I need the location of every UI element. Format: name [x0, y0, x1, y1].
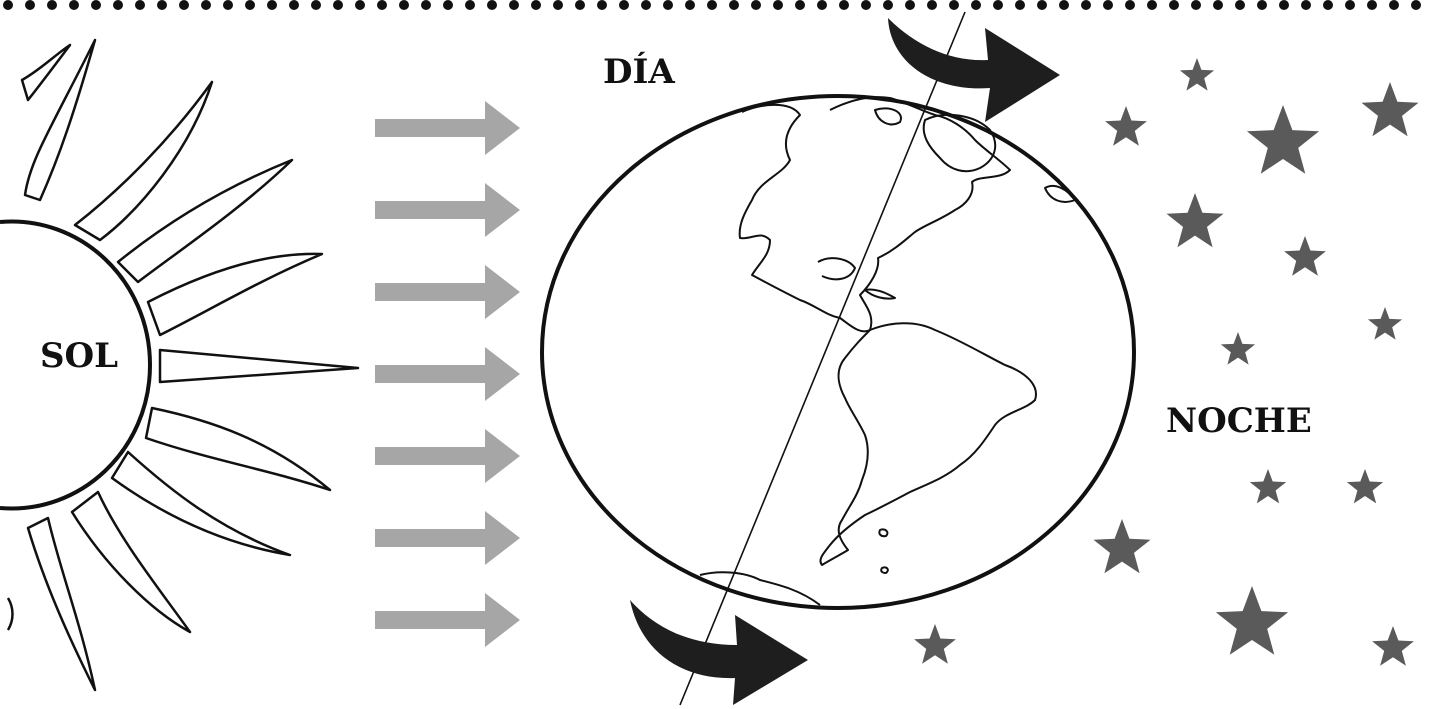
- sun-ray: [158, 348, 360, 384]
- south-america-outline: [819, 322, 1037, 566]
- sunlight-arrows: [375, 101, 520, 647]
- sun-ray: [70, 490, 192, 634]
- cuba-outline: [864, 288, 896, 300]
- star-icon: [1249, 469, 1287, 504]
- sun-ray: [26, 516, 97, 692]
- sun-disc-outline: [0, 219, 153, 511]
- earth-rotation-axis: [679, 11, 966, 706]
- sunlight-arrow: [375, 347, 520, 401]
- sun-ray: [73, 80, 214, 242]
- star-icon: [1246, 105, 1320, 174]
- sun-ray: [146, 252, 324, 337]
- sun-ray: [20, 43, 72, 102]
- sunlight-arrow: [375, 511, 520, 565]
- star-icon: [1093, 519, 1151, 574]
- star-icon: [1105, 106, 1147, 146]
- europe-edge: [1044, 184, 1076, 203]
- antarctica-outline: [699, 571, 821, 606]
- sunlight-arrow: [375, 183, 520, 237]
- sun-ray: [110, 450, 292, 557]
- star-icon: [1179, 58, 1215, 91]
- sunlight-arrow: [375, 593, 520, 647]
- continents-americas: [699, 96, 1076, 606]
- sunlight-arrow: [375, 429, 520, 483]
- falkland-islands: [878, 528, 889, 538]
- sunlight-arrow: [375, 265, 520, 319]
- earth: DÍA: [540, 11, 1136, 706]
- sun-label: SOL: [40, 336, 118, 376]
- star-icon: [1346, 469, 1384, 504]
- night-stars: [914, 58, 1419, 666]
- star-icon: [1361, 82, 1419, 137]
- sun: SOL: [0, 38, 360, 692]
- rotation-arrow-top: [888, 18, 1060, 122]
- sun-rays: [6, 38, 360, 692]
- star-icon: [1284, 236, 1326, 276]
- sun-ray: [144, 406, 332, 492]
- south-georgia: [880, 566, 889, 574]
- star-icon: [914, 624, 956, 664]
- star-icon: [1220, 332, 1256, 365]
- greenland-outline: [922, 113, 997, 173]
- sun-ray: [116, 158, 294, 284]
- gulf-of-mexico: [817, 257, 856, 281]
- sun-ray: [6, 597, 14, 631]
- arctic-islands: [874, 107, 902, 126]
- north-america-outline: [738, 96, 1011, 333]
- sun-ray: [23, 38, 97, 202]
- star-icon: [1372, 626, 1414, 666]
- night-label: NOCHE: [1166, 401, 1312, 441]
- star-icon: [1367, 307, 1403, 340]
- star-icon: [1166, 193, 1224, 248]
- sunlight-arrow: [375, 101, 520, 155]
- day-label: DÍA: [603, 51, 675, 92]
- star-icon: [1215, 586, 1289, 655]
- rotation-arrow-bottom: [630, 600, 808, 705]
- earth-outline: [540, 94, 1136, 610]
